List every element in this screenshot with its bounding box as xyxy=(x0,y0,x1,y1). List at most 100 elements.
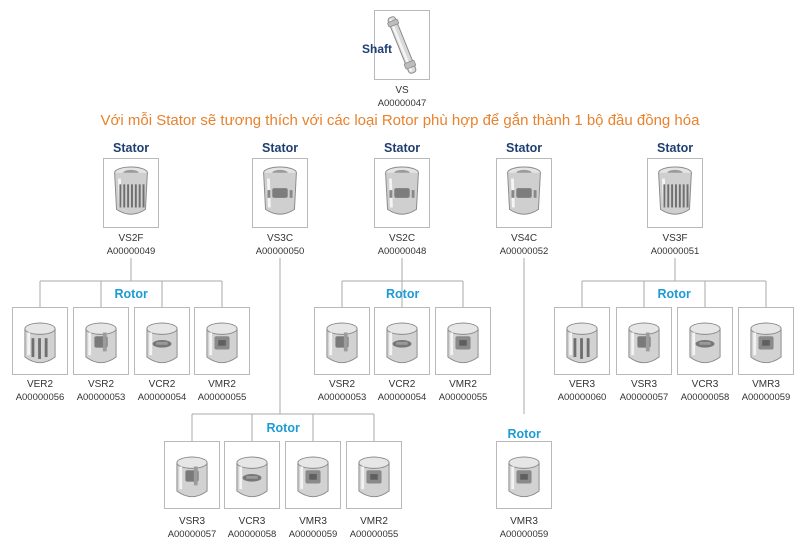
slotted-stator-icon xyxy=(658,166,692,215)
part-name: VSR2 xyxy=(87,379,115,390)
rotor-icon xyxy=(24,322,56,364)
stator-image-box xyxy=(374,158,430,228)
rotor-image-box xyxy=(73,307,129,375)
rotor-image-box xyxy=(194,307,250,375)
part-name: VMR2 xyxy=(449,379,477,390)
part-code: A00000058 xyxy=(680,392,730,403)
stator-icon xyxy=(507,166,541,215)
part-name: VCR3 xyxy=(238,516,266,527)
part-code: A00000058 xyxy=(227,529,277,540)
part-name: VS xyxy=(395,85,409,96)
part-caption: VS4C A00000052 xyxy=(474,232,574,258)
part-name: VCR2 xyxy=(148,379,176,390)
rotor-group-label: Rotor xyxy=(266,421,300,435)
rotor-icon xyxy=(750,322,782,364)
part-caption: VS A00000047 xyxy=(352,84,452,110)
rotor-image-box xyxy=(12,307,68,375)
part-code: A00000050 xyxy=(255,246,305,257)
rotor-image-box xyxy=(314,307,370,375)
part-name: VSR2 xyxy=(328,379,356,390)
rotor-image-box xyxy=(738,307,794,375)
part-code: A00000057 xyxy=(167,529,217,540)
rotor-icon xyxy=(176,456,208,498)
part-code: A00000060 xyxy=(557,392,607,403)
stator-icon xyxy=(263,166,297,215)
part-code: A00000055 xyxy=(438,392,488,403)
rotor-icon xyxy=(206,322,238,364)
part-name: VS4C xyxy=(510,233,538,244)
part-code: A00000047 xyxy=(377,98,427,109)
rotor-image-box xyxy=(374,307,430,375)
rotor-group-label: Rotor xyxy=(657,287,691,301)
rotor-image-box xyxy=(554,307,610,375)
part-name: VS3F xyxy=(662,233,688,244)
rotor-icon xyxy=(566,322,598,364)
part-code: A00000055 xyxy=(197,392,247,403)
part-name: VMR3 xyxy=(752,379,780,390)
part-code: A00000055 xyxy=(349,529,399,540)
rotor-image-box xyxy=(616,307,672,375)
part-name: VCR2 xyxy=(388,379,416,390)
rotor-image-box xyxy=(435,307,491,375)
rotor-group-label: Rotor xyxy=(114,287,148,301)
shaft-image-box xyxy=(374,10,430,80)
part-name: VER3 xyxy=(568,379,596,390)
stator-label: Stator xyxy=(384,141,421,155)
part-code: A00000051 xyxy=(650,246,700,257)
rotor-icon xyxy=(689,322,721,364)
rotor-icon xyxy=(297,456,329,498)
rotor-icon xyxy=(236,456,268,498)
part-name: VS3C xyxy=(266,233,294,244)
part-caption: VS3C A00000050 xyxy=(230,232,330,258)
part-name: VMR3 xyxy=(510,516,538,527)
stator-label: Stator xyxy=(113,141,150,155)
rotor-icon xyxy=(447,322,479,364)
stator-icon xyxy=(385,166,419,215)
rotor-icon xyxy=(146,322,178,364)
part-code: A00000052 xyxy=(499,246,549,257)
rotor-group-label: Rotor xyxy=(507,427,541,441)
stator-image-box xyxy=(647,158,703,228)
part-code: A00000048 xyxy=(377,246,427,257)
part-code: A00000057 xyxy=(619,392,669,403)
stator-image-box xyxy=(496,158,552,228)
part-name: VCR3 xyxy=(691,379,719,390)
part-name: VSR3 xyxy=(178,516,206,527)
rotor-image-box xyxy=(285,441,341,509)
part-code: A00000049 xyxy=(106,246,156,257)
rotor-image-box xyxy=(496,441,552,509)
part-code: A00000054 xyxy=(377,392,427,403)
part-code: A00000059 xyxy=(741,392,791,403)
shaft-icon xyxy=(387,16,417,74)
stator-label: Stator xyxy=(262,141,299,155)
rotor-icon xyxy=(386,322,418,364)
stator-image-box xyxy=(252,158,308,228)
rotor-image-box xyxy=(224,441,280,509)
part-code: A00000053 xyxy=(76,392,126,403)
rotor-icon xyxy=(85,322,117,364)
part-name: VMR2 xyxy=(360,516,388,527)
compatibility-note: Với mỗi Stator sẽ tương thích với các lo… xyxy=(100,112,700,129)
stator-label: Stator xyxy=(506,141,543,155)
rotor-icon xyxy=(358,456,390,498)
stator-image-box xyxy=(103,158,159,228)
rotor-group-label: Rotor xyxy=(386,287,420,301)
part-code: A00000054 xyxy=(137,392,187,403)
part-code: A00000053 xyxy=(317,392,367,403)
